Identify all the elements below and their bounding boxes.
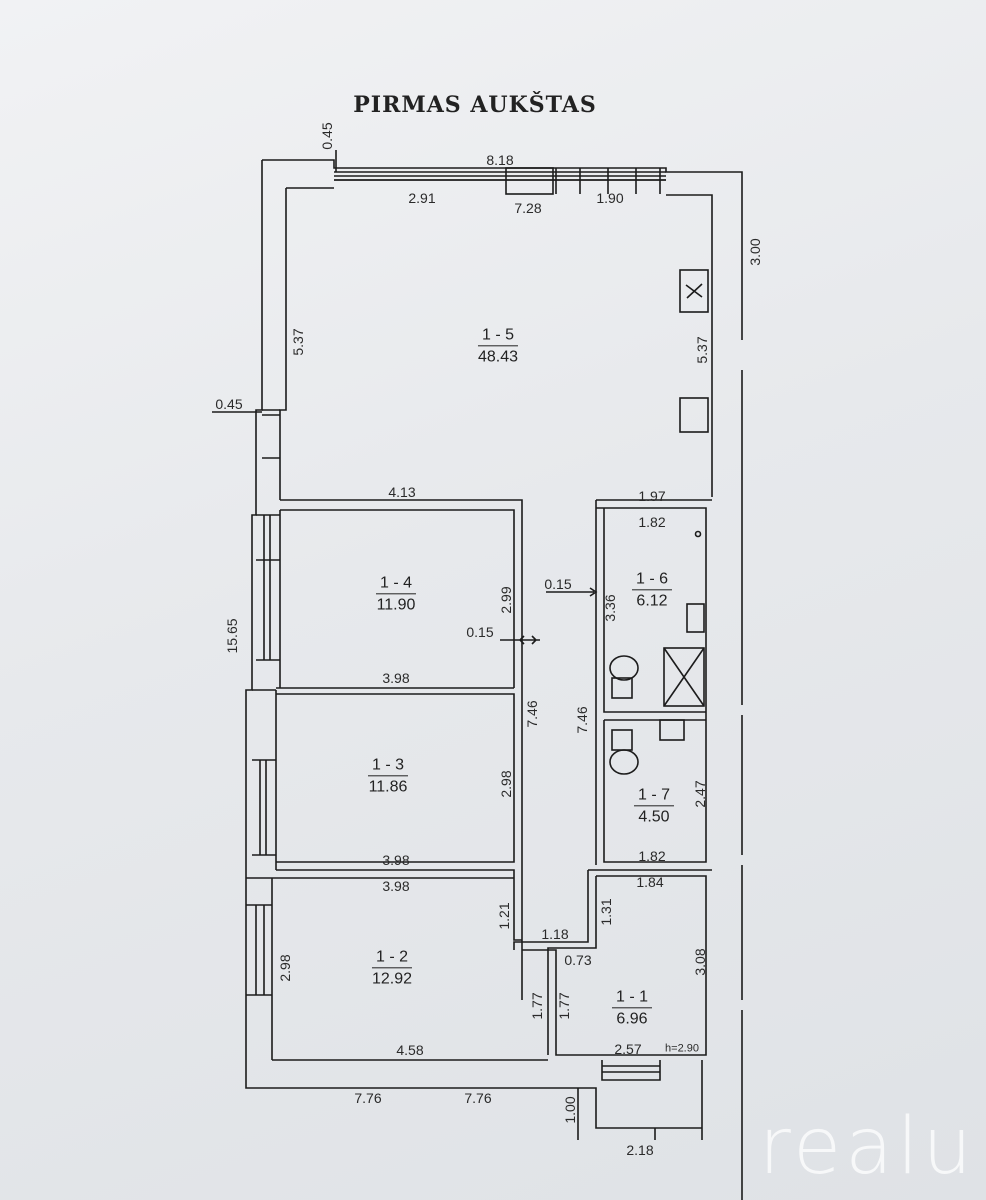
toilet-2-tank bbox=[611, 729, 633, 751]
room-1-7: 1 - 7 4.50 bbox=[633, 785, 675, 826]
top-window-mullion bbox=[505, 167, 554, 195]
dim-label: 0.45 bbox=[215, 396, 243, 412]
dim-label: 1.00 bbox=[562, 1096, 578, 1124]
dim-label: 2.98 bbox=[498, 770, 514, 798]
sink-bathroom bbox=[686, 603, 705, 633]
left-wall-outer-line bbox=[245, 160, 578, 1089]
left-window-4 bbox=[246, 877, 272, 996]
sink-wc bbox=[659, 719, 685, 741]
room-id: 1 - 2 bbox=[371, 947, 413, 969]
dim-label: 5.37 bbox=[694, 336, 710, 364]
dim-label: 7.76 bbox=[354, 1090, 382, 1106]
dim-label: 4.58 bbox=[396, 1042, 424, 1058]
dim-label: 7.46 bbox=[574, 706, 590, 734]
dim-label: 0.45 bbox=[319, 122, 335, 150]
left-window-1 bbox=[262, 409, 280, 459]
room-area: 11.90 bbox=[376, 596, 416, 614]
drain bbox=[694, 530, 702, 538]
dim-label: 2.99 bbox=[498, 586, 514, 614]
window-ticks bbox=[555, 168, 661, 194]
dim-label: 2.98 bbox=[277, 954, 293, 982]
room-area: 4.50 bbox=[638, 808, 670, 826]
left-window-2 bbox=[256, 514, 280, 661]
left-wall-inner-line bbox=[271, 188, 287, 1060]
dim-label: 1.90 bbox=[596, 190, 624, 206]
toilet-1 bbox=[609, 655, 639, 681]
dim-label: 3.36 bbox=[602, 594, 618, 622]
room-1-1: 1 - 1 6.96 bbox=[611, 987, 653, 1028]
dim-label: 1.18 bbox=[541, 926, 569, 942]
dim-label: 8.18 bbox=[486, 152, 514, 168]
wall-room-1-2 bbox=[272, 877, 703, 1140]
dim-label: 2.57 bbox=[614, 1041, 642, 1057]
dim-label: 0.15 bbox=[544, 576, 572, 592]
dim-label: 2.18 bbox=[626, 1142, 654, 1158]
dim-label: 1.84 bbox=[636, 874, 664, 890]
dim-label: 0.15 bbox=[466, 624, 494, 640]
room-1-4: 1 - 4 11.90 bbox=[375, 573, 417, 614]
toilet-2 bbox=[609, 749, 639, 775]
wall-room-1-5-bottom bbox=[280, 499, 712, 1000]
left-window-3 bbox=[252, 689, 276, 856]
room-area: 12.92 bbox=[371, 970, 413, 988]
room-id: 1 - 7 bbox=[633, 785, 675, 807]
room-area: 11.86 bbox=[368, 778, 408, 796]
room-id: 1 - 6 bbox=[631, 569, 673, 591]
boiler-icon bbox=[685, 283, 703, 299]
room-area: 48.43 bbox=[477, 348, 519, 366]
room-1-3: 1 - 3 11.86 bbox=[367, 755, 409, 796]
sink-fixture bbox=[679, 397, 709, 433]
room-1-6: 1 - 6 6.12 bbox=[631, 569, 673, 610]
dim-label: 5.37 bbox=[290, 328, 306, 356]
room-id: 1 - 1 bbox=[611, 987, 653, 1009]
dim-label: 15.65 bbox=[224, 618, 240, 654]
room-1-2: 1 - 2 12.92 bbox=[371, 947, 413, 988]
dim-label: 1.77 bbox=[529, 992, 545, 1020]
shower-icon bbox=[663, 647, 705, 707]
dim-label: 3.00 bbox=[747, 238, 763, 266]
dim-label: 2.91 bbox=[408, 190, 436, 206]
dim-label: 4.13 bbox=[388, 484, 416, 500]
boiler-fixture bbox=[679, 269, 709, 313]
dim-label: 2.47 bbox=[692, 780, 708, 808]
room-area: 6.96 bbox=[616, 1010, 648, 1028]
dim-label: 7.28 bbox=[514, 200, 542, 216]
wall-room-1-4-bottom bbox=[276, 687, 522, 941]
dim-label: h=2.90 bbox=[665, 1042, 699, 1055]
dim-label: 0.73 bbox=[564, 952, 592, 968]
dim-label: 1.31 bbox=[598, 898, 614, 926]
page-title: PIRMAS AUKŠTAS bbox=[353, 92, 597, 118]
wall-corridor-right bbox=[595, 500, 707, 865]
dim-label: 3.08 bbox=[692, 948, 708, 976]
arrow-0-15-right bbox=[546, 587, 598, 597]
outer-wall-outer-line bbox=[262, 159, 743, 1200]
dim-label: 3.98 bbox=[382, 852, 410, 868]
watermark-logo: realu bbox=[758, 1102, 976, 1192]
entrance-steps bbox=[578, 1060, 702, 1140]
room-id: 1 - 3 bbox=[367, 755, 409, 777]
dim-label: 3.98 bbox=[382, 878, 410, 894]
dim-label: 1.82 bbox=[638, 848, 666, 864]
room-1-5: 1 - 5 48.43 bbox=[477, 325, 519, 366]
room-id: 1 - 4 bbox=[375, 573, 417, 595]
wall-room-1-1 bbox=[513, 869, 712, 1056]
room-area: 6.12 bbox=[636, 592, 668, 610]
dim-label: 7.76 bbox=[464, 1090, 492, 1106]
room-id: 1 - 5 bbox=[477, 325, 519, 347]
dim-label: 3.98 bbox=[382, 670, 410, 686]
dim-label: 1.21 bbox=[496, 902, 512, 930]
shower-tray bbox=[663, 647, 705, 707]
top-window bbox=[334, 171, 666, 181]
dim-label: 1.77 bbox=[556, 992, 572, 1020]
dim-label: 1.97 bbox=[638, 488, 666, 504]
arrow-0-15-mid bbox=[500, 635, 540, 645]
toilet-1-tank bbox=[611, 677, 633, 699]
dim-label: 7.46 bbox=[524, 700, 540, 728]
dim-label: 1.82 bbox=[638, 514, 666, 530]
